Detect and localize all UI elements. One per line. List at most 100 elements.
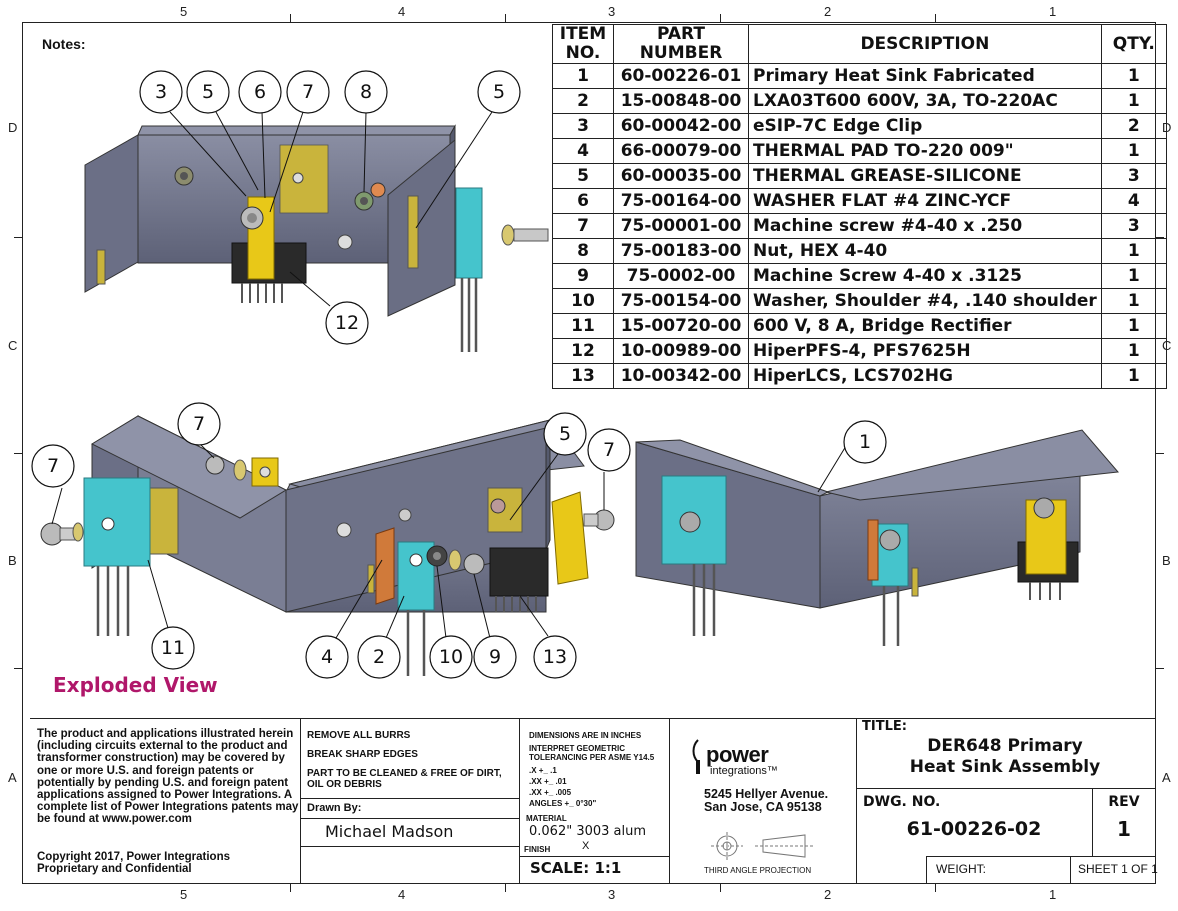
tolerance-box — [520, 718, 670, 884]
bom-cell-part: 75-00001-00 — [613, 213, 749, 239]
bom-cell-qty: 1 — [1100, 363, 1167, 389]
balloon-exploded-2: 2 — [357, 635, 401, 679]
bom-cell-qty: 1 — [1100, 288, 1167, 314]
tolerance-xx: .XX +_ .01 — [529, 777, 567, 786]
zone-top-4: 4 — [398, 4, 406, 19]
assembled-view-assembly — [635, 429, 1119, 646]
bom-cell-item: 13 — [552, 363, 614, 389]
material-label: MATERIAL — [526, 814, 567, 823]
bom-cell-part: 66-00079-00 — [613, 138, 749, 164]
tolerance-x: .X +_ .1 — [529, 766, 557, 775]
zone-top-5: 5 — [180, 4, 188, 19]
zone-tick — [505, 14, 506, 22]
zone-tick — [505, 884, 506, 892]
clean-note: PART TO BE CLEANED & FREE OF DIRT, OIL O… — [307, 768, 502, 790]
svg-text:11: 11 — [161, 637, 185, 659]
svg-text:6: 6 — [254, 81, 266, 103]
zone-bottom-1: 1 — [1049, 887, 1057, 902]
drawn-by-name: Michael Madson — [325, 822, 454, 841]
bom-cell-item: 4 — [552, 138, 614, 164]
divider — [1070, 856, 1071, 884]
proprietary-notice: Proprietary and Confidential — [37, 863, 192, 875]
bom-cell-desc: Nut, HEX 4-40 — [748, 238, 1102, 264]
zone-left-B: B — [8, 553, 17, 568]
bom-cell-part: 75-00154-00 — [613, 288, 749, 314]
zone-tick — [290, 14, 291, 22]
svg-text:7: 7 — [302, 81, 314, 103]
svg-text:9: 9 — [489, 646, 501, 668]
balloon-top-12: 12 — [325, 301, 369, 345]
balloon-exploded-7b: 7 — [31, 444, 75, 488]
bom-header-row: ITEM NO. PART NUMBER DESCRIPTION QTY. — [552, 24, 1167, 64]
svg-text:4: 4 — [321, 646, 333, 668]
break-edges-note: BREAK SHARP EDGES — [307, 749, 418, 760]
zone-bottom-5: 5 — [180, 887, 188, 902]
svg-text:12: 12 — [335, 312, 359, 334]
svg-text:5: 5 — [559, 423, 571, 445]
svg-text:3: 3 — [155, 81, 167, 103]
dwg-number: 61-00226-02 — [906, 818, 1042, 840]
bom-cell-desc: WASHER FLAT #4 ZINC-YCF — [748, 188, 1102, 214]
address-line-1: 5245 Hellyer Avenue. — [704, 787, 829, 801]
balloon-exploded-5: 5 — [543, 412, 587, 456]
divider — [1092, 788, 1093, 856]
zone-tick — [14, 668, 22, 669]
svg-text:5: 5 — [202, 81, 214, 103]
balloon-top-6: 6 — [238, 70, 282, 114]
svg-text:8: 8 — [360, 81, 372, 103]
dims-title: DIMENSIONS ARE IN INCHES — [529, 731, 642, 740]
balloon-top-3: 3 — [139, 70, 183, 114]
logo-subtitle: integrations™ — [710, 765, 778, 777]
bom-cell-part: 15-00720-00 — [613, 313, 749, 339]
bom-cell-desc: HiperLCS, LCS702HG — [748, 363, 1102, 389]
bom-cell-qty: 1 — [1100, 238, 1167, 264]
svg-text:2: 2 — [373, 646, 385, 668]
drawing-frame — [22, 22, 1156, 884]
bom-cell-part: 10-00342-00 — [613, 363, 749, 389]
notes-box — [300, 718, 520, 884]
exploded-view-assembly — [40, 415, 615, 676]
material-value: 0.062" 3003 alum — [529, 824, 647, 839]
balloon-top-5: 5 — [186, 70, 230, 114]
leader-lines — [51, 111, 847, 639]
dwg-no-label: DWG. NO. — [863, 794, 941, 810]
zone-top-1: 1 — [1049, 4, 1057, 19]
title-line-1: DER648 Primary — [927, 736, 1083, 756]
title-label: TITLE: — [862, 719, 907, 734]
svg-text:5: 5 — [493, 81, 505, 103]
zone-right-A: A — [1162, 770, 1171, 785]
zone-left-C: C — [8, 338, 18, 353]
copyright: Copyright 2017, Power Integrations — [37, 851, 230, 863]
zone-right-B: B — [1162, 553, 1171, 568]
zone-bottom-4: 4 — [398, 887, 406, 902]
finish-label: FINISH — [524, 845, 551, 854]
rev-label: REV — [1108, 794, 1140, 810]
bom-cell-qty: 1 — [1100, 263, 1167, 289]
svg-text:7: 7 — [47, 455, 59, 477]
bom-cell-part: 60-00226-01 — [613, 63, 749, 89]
balloon-exploded-11: 11 — [151, 626, 195, 670]
bom-cell-part: 60-00035-00 — [613, 163, 749, 189]
exploded-view-label: Exploded View — [53, 673, 218, 697]
balloon-exploded-4: 4 — [305, 635, 349, 679]
zone-tick — [720, 884, 721, 892]
bom-header-qty: QTY. — [1100, 24, 1167, 64]
zone-bottom-3: 3 — [608, 887, 616, 902]
patent-disclaimer: The product and applications illustrated… — [37, 728, 299, 826]
divider — [926, 856, 1156, 857]
interpret-note: INTERPRET GEOMETRIC TOLERANCING PER ASME… — [529, 744, 655, 762]
bom-cell-item: 10 — [552, 288, 614, 314]
balloon-exploded-10: 10 — [429, 635, 473, 679]
title-line-2: Heat Sink Assembly — [909, 757, 1101, 777]
divider — [300, 798, 520, 799]
zone-tick — [935, 14, 936, 22]
divider — [520, 856, 670, 857]
title-block — [30, 718, 1156, 884]
balloon-exploded-13: 13 — [533, 635, 577, 679]
third-angle-projection-icon — [711, 832, 813, 860]
svg-text:10: 10 — [439, 646, 463, 668]
